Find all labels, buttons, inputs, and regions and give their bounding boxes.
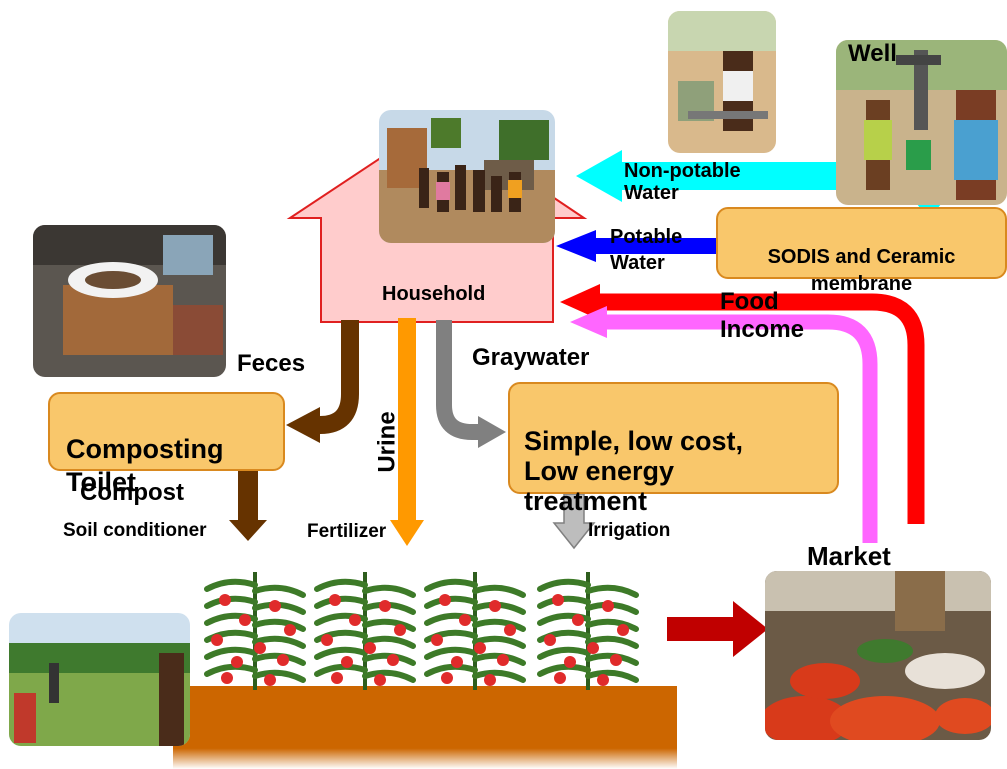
potable-water-label: Potable Water: [610, 226, 683, 274]
urine-label: Urine: [373, 411, 401, 473]
compost-label: Compost: [80, 479, 184, 506]
income-label: Income: [720, 316, 805, 343]
household-label: Household: [382, 283, 486, 305]
food-label: Food: [720, 288, 779, 315]
graywater-arrow-head: [478, 416, 506, 448]
tomato-plant-icon: [314, 572, 416, 690]
tomato-plant-icon: [424, 572, 526, 690]
feces-label: Feces: [237, 350, 306, 377]
compost-arrow-shaft: [238, 470, 258, 522]
urine-arrow-head: [390, 520, 424, 546]
graywater-label: Graywater: [472, 344, 590, 371]
irrigation-arrow: [552, 493, 596, 550]
soil-conditioner-label: Soil conditioner: [63, 520, 207, 541]
market-label: Market: [807, 541, 891, 571]
food-arrow-head: [560, 284, 600, 320]
tomato-plants: [204, 572, 639, 690]
urine-arrow-shaft: [398, 318, 416, 522]
composting-toilet-box: Composting Toilet: [48, 392, 285, 497]
sodis-ceramic-membrane-box: SODIS and Ceramic membrane: [716, 207, 1007, 295]
household-photo: [379, 110, 555, 243]
composting-toilet-photo: [33, 225, 226, 377]
compost-arrow-head: [229, 520, 267, 541]
tomato-plant-icon: [204, 572, 306, 690]
farm-field-photo: [9, 613, 190, 746]
potable-water-arrow: [556, 230, 716, 262]
composting-toilet-label: Composting Toilet: [66, 434, 224, 497]
well-photo: [836, 40, 1007, 205]
fertilizer-label: Fertilizer: [307, 521, 387, 542]
tomato-plant-icon: [537, 572, 639, 690]
soil-bed: [173, 686, 677, 769]
income-arrow-head: [570, 306, 607, 338]
non-potable-water-label: Non-potable Water: [624, 160, 741, 204]
treatment-box: Simple, low cost, Low energy treatment: [508, 382, 839, 516]
feces-arrow-head: [286, 407, 320, 443]
market-photo: [765, 571, 991, 740]
feces-arrow-line: [318, 320, 359, 434]
field-to-market-arrow: [667, 601, 768, 657]
income-arrow-line: [605, 314, 878, 543]
water-carrier-photo: [668, 11, 776, 153]
food-arrow-line: [598, 293, 925, 524]
irrigation-label: Irrigation: [588, 520, 671, 541]
non-potable-water-arrow: [576, 150, 836, 202]
sodis-ceramic-membrane-label: SODIS and Ceramic membrane: [767, 246, 956, 295]
graywater-arrow-line: [436, 320, 480, 440]
treatment-label: Simple, low cost, Low energy treatment: [524, 426, 744, 516]
well-label: Well: [848, 40, 897, 67]
